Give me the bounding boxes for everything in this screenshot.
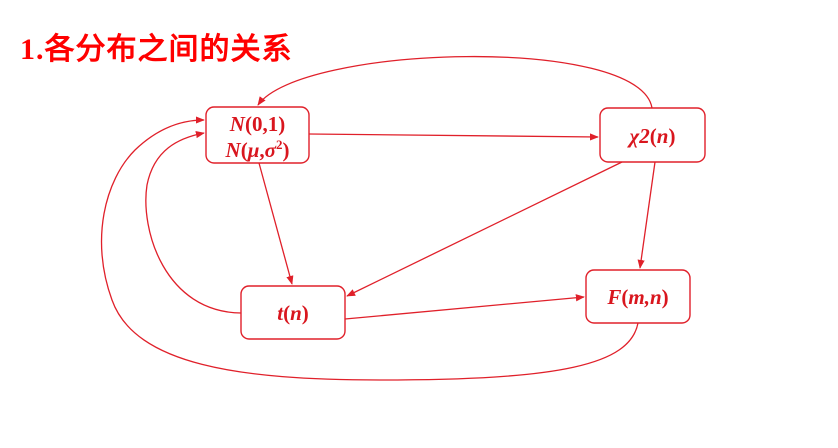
node-f-label: F(m,n) [606,285,668,309]
chi2-close: ) [668,124,675,148]
normal-line2-close: ) [282,138,289,162]
normal-line1-close: ) [278,112,285,136]
edge-t-to-normal [145,130,242,314]
f-args: m,n [628,285,661,309]
f-close: ) [662,285,669,309]
t-dist: t [277,301,284,325]
t-close: ) [302,301,309,325]
f-open: ( [621,285,628,309]
normal-line2-comma: , [259,138,264,162]
edge-chi2-to-f [637,161,656,269]
edge-f-to-normal [100,116,639,381]
edge-normal-to-t [258,162,294,285]
edge-chi2-to-normal [257,55,653,109]
normal-line1-open: ( [245,112,252,136]
normal-line2-sigma: σ [265,138,277,162]
edge-t-to-f [344,294,585,320]
node-normal-box [205,106,310,164]
node-normal-label-1: N(0,1) [229,112,285,136]
chi2-dist: χ2 [627,124,651,148]
title-text: 各分布之间的关系 [44,32,293,67]
t-open: ( [283,301,290,325]
chi2-arg: n [657,124,669,148]
page-title: 1.各分布之间的关系 [20,24,293,68]
normal-line2-dist: N [225,138,242,162]
edge-chi2-to-t [346,161,623,297]
t-arg: n [290,301,302,325]
node-normal-label-2: N(μ,σ2) [225,137,290,162]
f-dist: F [606,285,621,309]
normal-line2-open: ( [241,138,248,162]
normal-line2-sup: 2 [276,137,283,152]
normal-line1-args: 0,1 [252,112,278,136]
node-t-label: t(n) [277,301,309,325]
normal-line1-dist: N [229,112,246,136]
normal-line2-mu: μ [247,138,260,162]
title-number: 1. [20,33,45,66]
node-chi2-box [599,107,706,163]
edge-normal-to-chi2 [308,133,599,141]
chi2-open: ( [650,124,657,148]
node-chi2-label: χ2(n) [627,124,676,148]
